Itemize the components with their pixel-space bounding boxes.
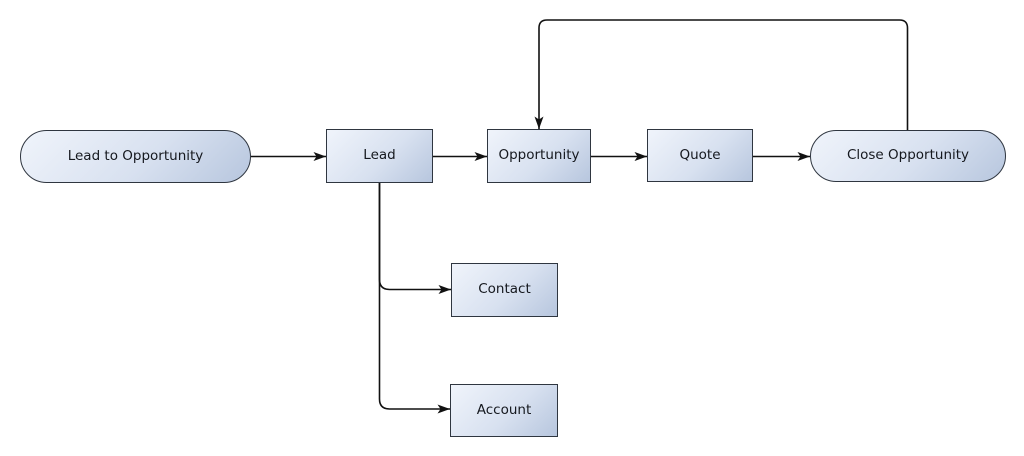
node-close-opportunity: Close Opportunity (810, 130, 1006, 182)
node-contact: Contact (451, 263, 558, 317)
node-close-opportunity-label: Close Opportunity (846, 147, 970, 164)
node-opportunity-label: Opportunity (498, 147, 580, 164)
node-lead-to-opportunity: Lead to Opportunity (20, 130, 251, 183)
node-opportunity: Opportunity (487, 129, 591, 183)
node-contact-label: Contact (478, 281, 531, 298)
node-lead-to-opportunity-label: Lead to Opportunity (67, 147, 204, 164)
node-lead: Lead (326, 129, 433, 183)
edge-lead--contact (378, 183, 451, 294)
node-quote: Quote (647, 129, 753, 182)
node-quote-label: Quote (679, 146, 721, 163)
edge-close-opportunity--opportunity-loop (534, 19, 909, 130)
node-account: Account (450, 384, 558, 437)
node-lead-label: Lead (363, 147, 396, 164)
edge-lead--account (378, 183, 450, 414)
node-account-label: Account (476, 401, 532, 418)
